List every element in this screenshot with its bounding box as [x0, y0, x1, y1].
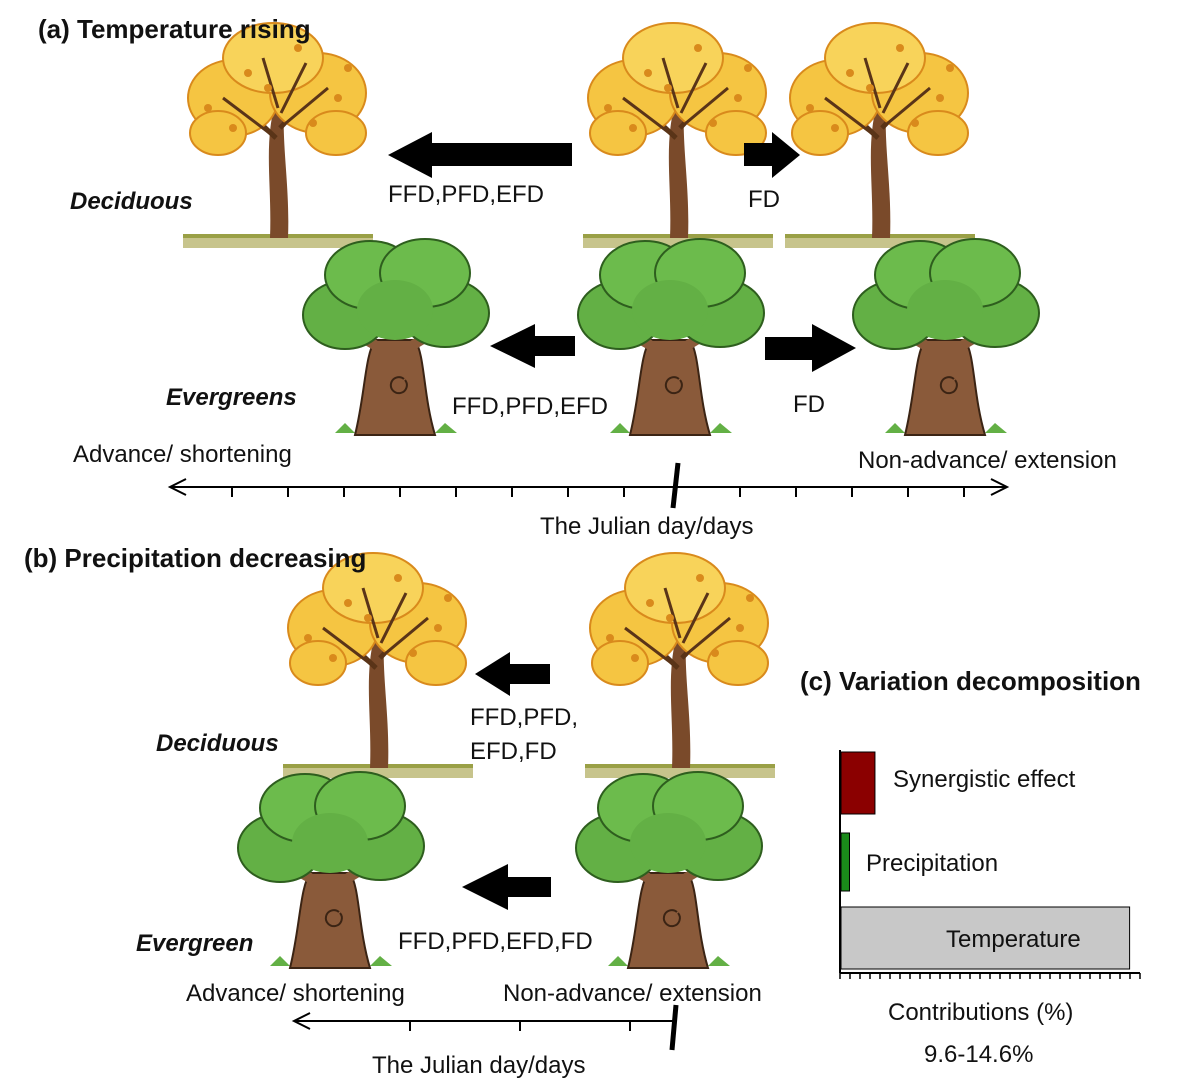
panel-a-title: (a) Temperature rising	[38, 14, 311, 44]
panel-a-evergreen-advance-phases: FFD,PFD,EFD	[452, 393, 608, 420]
bar-label-synergistic: Synergistic effect	[893, 766, 1076, 793]
variation-decomposition-chart	[839, 750, 1141, 979]
panel-c-title: (c) Variation decomposition	[800, 666, 1141, 696]
panel-b-deciduous-advance-phases-line2: EFD,FD	[470, 738, 557, 765]
chart-range-note: 9.6-14.6%	[924, 1041, 1034, 1068]
evergreen-tree-advanced	[238, 772, 424, 968]
deciduous-tree-advanced	[183, 23, 373, 248]
arrow-right-icon	[765, 324, 856, 372]
panel-b-evergreen-label: Evergreen	[136, 930, 254, 957]
arrow-left-icon	[490, 324, 575, 368]
deciduous-tree-advanced	[283, 553, 473, 778]
bar-temperature	[840, 906, 1131, 970]
arrow-left-icon	[462, 864, 551, 910]
panel-a-axis-left-label: Advance/ shortening	[73, 441, 292, 468]
deciduous-tree-reference	[585, 553, 775, 778]
arrow-left-icon	[388, 132, 572, 178]
panel-b-axis-caption: The Julian day/days	[372, 1052, 586, 1079]
panel-a-time-axis	[167, 462, 1010, 509]
arrow-right-icon	[744, 132, 800, 178]
chart-bars	[840, 751, 1131, 970]
panel-a-deciduous-label: Deciduous	[70, 188, 193, 215]
deciduous-tree-delayed	[785, 23, 975, 248]
panel-a-axis-caption: The Julian day/days	[540, 513, 754, 540]
evergreen-tree-delayed	[853, 239, 1039, 435]
panel-b-title: (b) Precipitation decreasing	[24, 543, 367, 573]
arrow-left-icon	[475, 652, 550, 696]
evergreen-tree-reference	[576, 772, 762, 968]
chart-x-ticks	[839, 973, 1141, 979]
bar-synergistic-effect	[840, 751, 876, 815]
panel-b-arrows	[462, 652, 551, 910]
panel-a-deciduous-delay-phases: FD	[748, 186, 780, 213]
panel-b-evergreen-advance-phases: FFD,PFD,EFD,FD	[398, 928, 593, 955]
bar-label-precipitation: Precipitation	[866, 850, 999, 877]
panel-a-arrows	[388, 132, 856, 372]
bar-label-temperature: Temperature	[946, 926, 1081, 953]
chart-x-axis-label: Contributions (%)	[888, 999, 1074, 1026]
bar-precipitation	[840, 832, 850, 892]
panel-a-trees	[183, 23, 1039, 435]
panel-a-evergreen-label: Evergreens	[166, 384, 297, 411]
panel-b-deciduous-advance-phases-line1: FFD,PFD,	[470, 704, 578, 731]
panel-b-time-axis	[291, 1004, 679, 1051]
panel-b-axis-right-label: Non-advance/ extension	[503, 980, 762, 1007]
panel-b-deciduous-label: Deciduous	[156, 730, 279, 757]
panel-a-axis-right-label: Non-advance/ extension	[858, 447, 1117, 474]
panel-a-evergreen-delay-phases: FD	[793, 391, 825, 418]
panel-a-deciduous-advance-phases: FFD,PFD,EFD	[388, 181, 544, 208]
deciduous-tree-reference	[583, 23, 773, 248]
panel-b-axis-left-label: Advance/ shortening	[186, 980, 405, 1007]
